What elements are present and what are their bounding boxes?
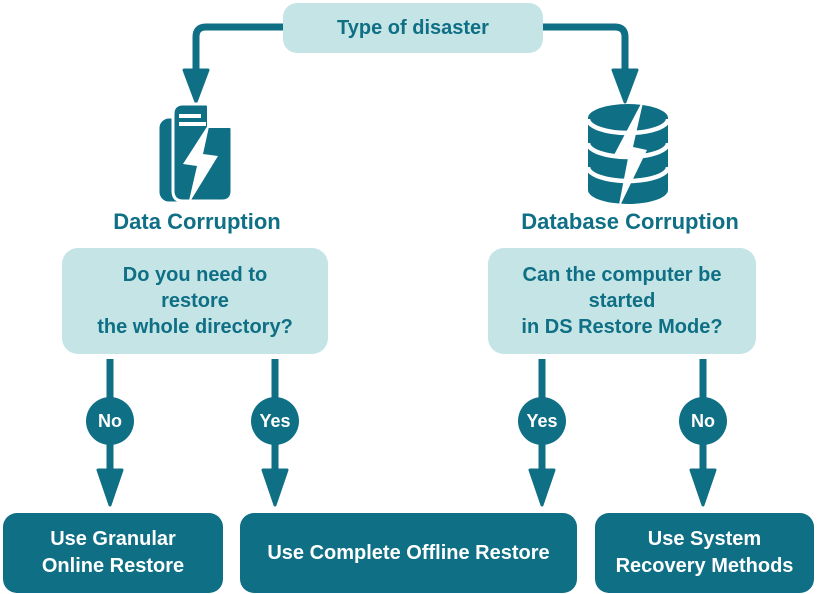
question-line: in DS Restore Mode? [521, 316, 723, 338]
outcome-line: Use Granular [50, 528, 176, 550]
outcome-node-system-recovery-methods: Use System Recovery Methods [595, 513, 814, 593]
answer-badge-yes-left: Yes [251, 397, 299, 445]
answer-badge-yes-right: Yes [518, 397, 566, 445]
outcome-node-complete-offline-restore: Use Complete Offline Restore [240, 513, 577, 593]
outcome-line: Use Complete Offline Restore [267, 541, 550, 564]
outcome-node-granular-online-restore: Use Granular Online Restore [3, 513, 223, 593]
arrowhead-yes-right [528, 468, 556, 507]
question-node-database-corruption: Can the computer be started in DS Restor… [488, 248, 756, 354]
question-line: Do you need to [122, 264, 268, 286]
question-node-data-corruption: Do you need to restore the whole directo… [62, 248, 328, 354]
root-node-label: Type of disaster [337, 16, 489, 39]
branch-label-database-corruption: Database Corruption [521, 209, 739, 234]
arrowhead-no-right [689, 468, 717, 507]
question-line: the whole directory? [97, 316, 293, 338]
arrowhead-yes-left [261, 468, 289, 507]
outcome-line: Recovery Methods [615, 555, 794, 577]
outcome-line: Online Restore [41, 555, 185, 577]
root-node: Type of disaster [283, 3, 543, 53]
arrowhead-left-icon [182, 68, 210, 104]
outcome-line: Use System [647, 528, 762, 550]
document-lightning-icon [155, 101, 239, 207]
question-line: started [588, 290, 656, 312]
question-line: restore [161, 290, 229, 312]
connector-root-to-left-icon [192, 23, 283, 71]
database-lightning-icon [583, 98, 673, 210]
answer-badge-no-left: No [86, 397, 134, 445]
answer-badge-no-right: No [679, 397, 727, 445]
arrowhead-right-icon [611, 68, 639, 104]
connector-root-to-right-icon [543, 23, 629, 71]
question-line: Can the computer be [522, 264, 722, 286]
arrowhead-no-left [96, 468, 124, 507]
branch-label-data-corruption: Data Corruption [113, 209, 281, 234]
